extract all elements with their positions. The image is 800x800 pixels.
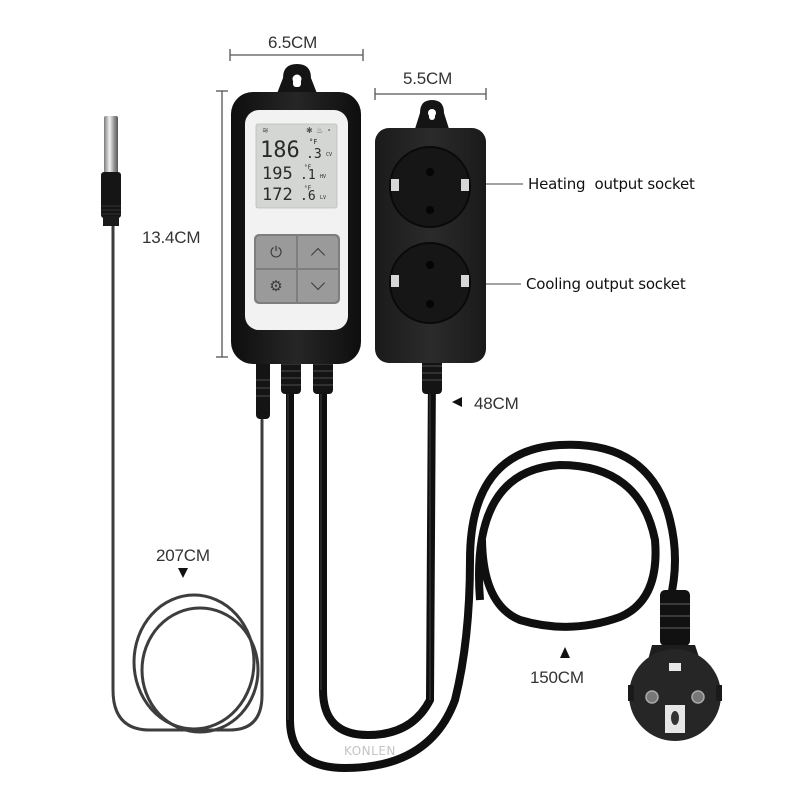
snowflake-icon: ✱: [306, 126, 313, 135]
up-button[interactable]: [298, 236, 338, 268]
power-cable-coil: [475, 460, 660, 631]
lcd-status-icons: ≋ ✱ ♨ ◔: [260, 126, 333, 138]
lcd-display: ≋ ✱ ♨ ◔ 186 °F .3 CV 195 °F .1 HV 172 °F…: [256, 124, 337, 208]
power-icon: ⏻: [270, 243, 282, 261]
controller-body: [231, 64, 361, 364]
brand-watermark: KONLEN: [344, 744, 396, 758]
probe-cable: [111, 223, 264, 734]
chevron-down-icon: [310, 275, 326, 291]
lcd-row-low: 172 °F .6 LV: [262, 185, 327, 205]
temperature-probe: [101, 116, 121, 226]
controller-height-label: 13.4CM: [142, 228, 201, 247]
settings-button[interactable]: ⚙: [256, 270, 296, 302]
down-button[interactable]: [298, 270, 338, 302]
controller-socket-cables: [286, 366, 679, 773]
eu-plug: [628, 590, 722, 741]
lcd-row-current: 186 °F .3 CV: [260, 138, 333, 163]
length-markers: [178, 397, 570, 658]
controller-width-label: 6.5CM: [268, 33, 318, 52]
heating-socket-callout: Heating output socket: [528, 175, 695, 193]
socket-cable-length-label: 48CM: [474, 394, 519, 413]
gear-icon: ⚙: [269, 277, 283, 295]
socket-box: [375, 100, 486, 363]
probe-cable-length-label: 207CM: [156, 546, 210, 565]
flame-icon: ♨: [316, 126, 324, 135]
chevron-up-icon: [310, 247, 326, 263]
cooling-socket: [389, 242, 471, 324]
heating-socket: [389, 146, 471, 228]
socket-box-width-label: 5.5CM: [403, 69, 453, 88]
clock-icon: ◔: [326, 126, 331, 135]
cooling-socket-callout: Cooling output socket: [526, 275, 686, 293]
power-cable-length-label: 150CM: [530, 668, 584, 687]
wifi-icon: ≋: [262, 126, 269, 135]
power-button[interactable]: ⏻: [256, 236, 296, 268]
lcd-row-high: 195 °F .1 HV: [262, 164, 327, 184]
